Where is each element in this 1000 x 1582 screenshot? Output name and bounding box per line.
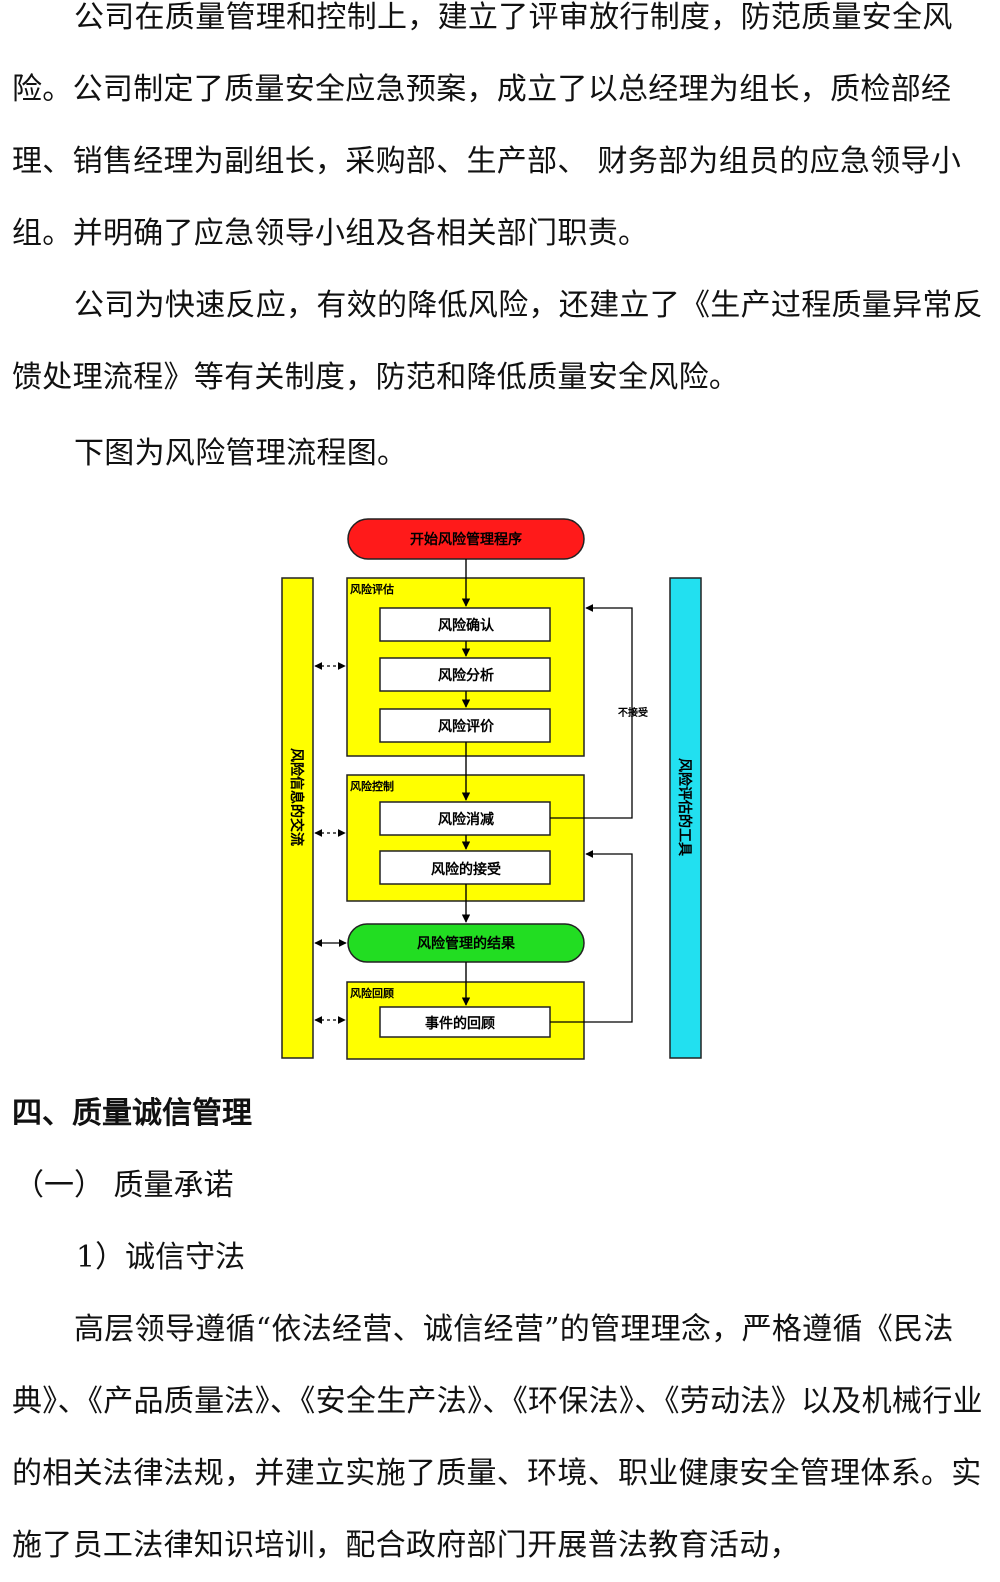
communication-bar: 风险信息的交流 [281, 577, 314, 1059]
accept-label: 风险的接受 [431, 861, 501, 878]
communication-label: 风险信息的交流 [288, 748, 305, 846]
section-heading: 四、质量诚信管理 [12, 1096, 252, 1131]
intro-paragraph-2: 公司为快速反应，有效的降低风险，还建立了《生产过程质量异常反馈处理流程》等有关制… [12, 288, 983, 395]
integrity-paragraph: 高层领导遵循“依法经营、诚信经营”的管理理念，严格遵循《民法典》、《产品质量法》… [12, 1312, 983, 1563]
communication-arrows [314, 662, 347, 1024]
review-events-label: 事件的回顾 [425, 1015, 495, 1032]
tools-label: 风险评估的工具 [676, 758, 693, 856]
figure-intro-text: 下图为风险管理流程图。 [74, 436, 408, 471]
tools-bar: 风险评估的工具 [669, 577, 702, 1059]
output-label: 风险管理的结果 [417, 935, 516, 952]
review-group: 风险回顾 事件的回顾 [346, 981, 585, 1060]
review-group-label: 风险回顾 [350, 986, 394, 1000]
assessment-group-label: 风险评估 [350, 582, 394, 596]
reduce-label: 风险消减 [438, 811, 494, 828]
risk-management-flowchart: 风险信息的交流 风险评估的工具 开始风险管理程序 风险评估 风险确认 风险分析 … [281, 518, 702, 1060]
identify-label: 风险确认 [438, 617, 495, 634]
feedback-loops [550, 604, 633, 1023]
start-label: 开始风险管理程序 [410, 531, 522, 548]
output-node: 风险管理的结果 [347, 923, 585, 963]
analyze-label: 风险分析 [438, 667, 494, 684]
assessment-group: 风险评估 风险确认 风险分析 风险评价 [346, 577, 585, 757]
item-heading: 1）诚信守法 [76, 1240, 246, 1275]
not-accepted-label: 不接受 [618, 706, 648, 719]
subsection-heading: （一） 质量承诺 [14, 1168, 234, 1203]
intro-paragraph-1: 公司在质量管理和控制上，建立了评审放行制度，防范质量安全风险。公司制定了质量安全… [12, 0, 962, 251]
evaluate-label: 风险评价 [438, 718, 495, 735]
start-node: 开始风险管理程序 [347, 518, 585, 560]
control-group-label: 风险控制 [350, 779, 394, 793]
